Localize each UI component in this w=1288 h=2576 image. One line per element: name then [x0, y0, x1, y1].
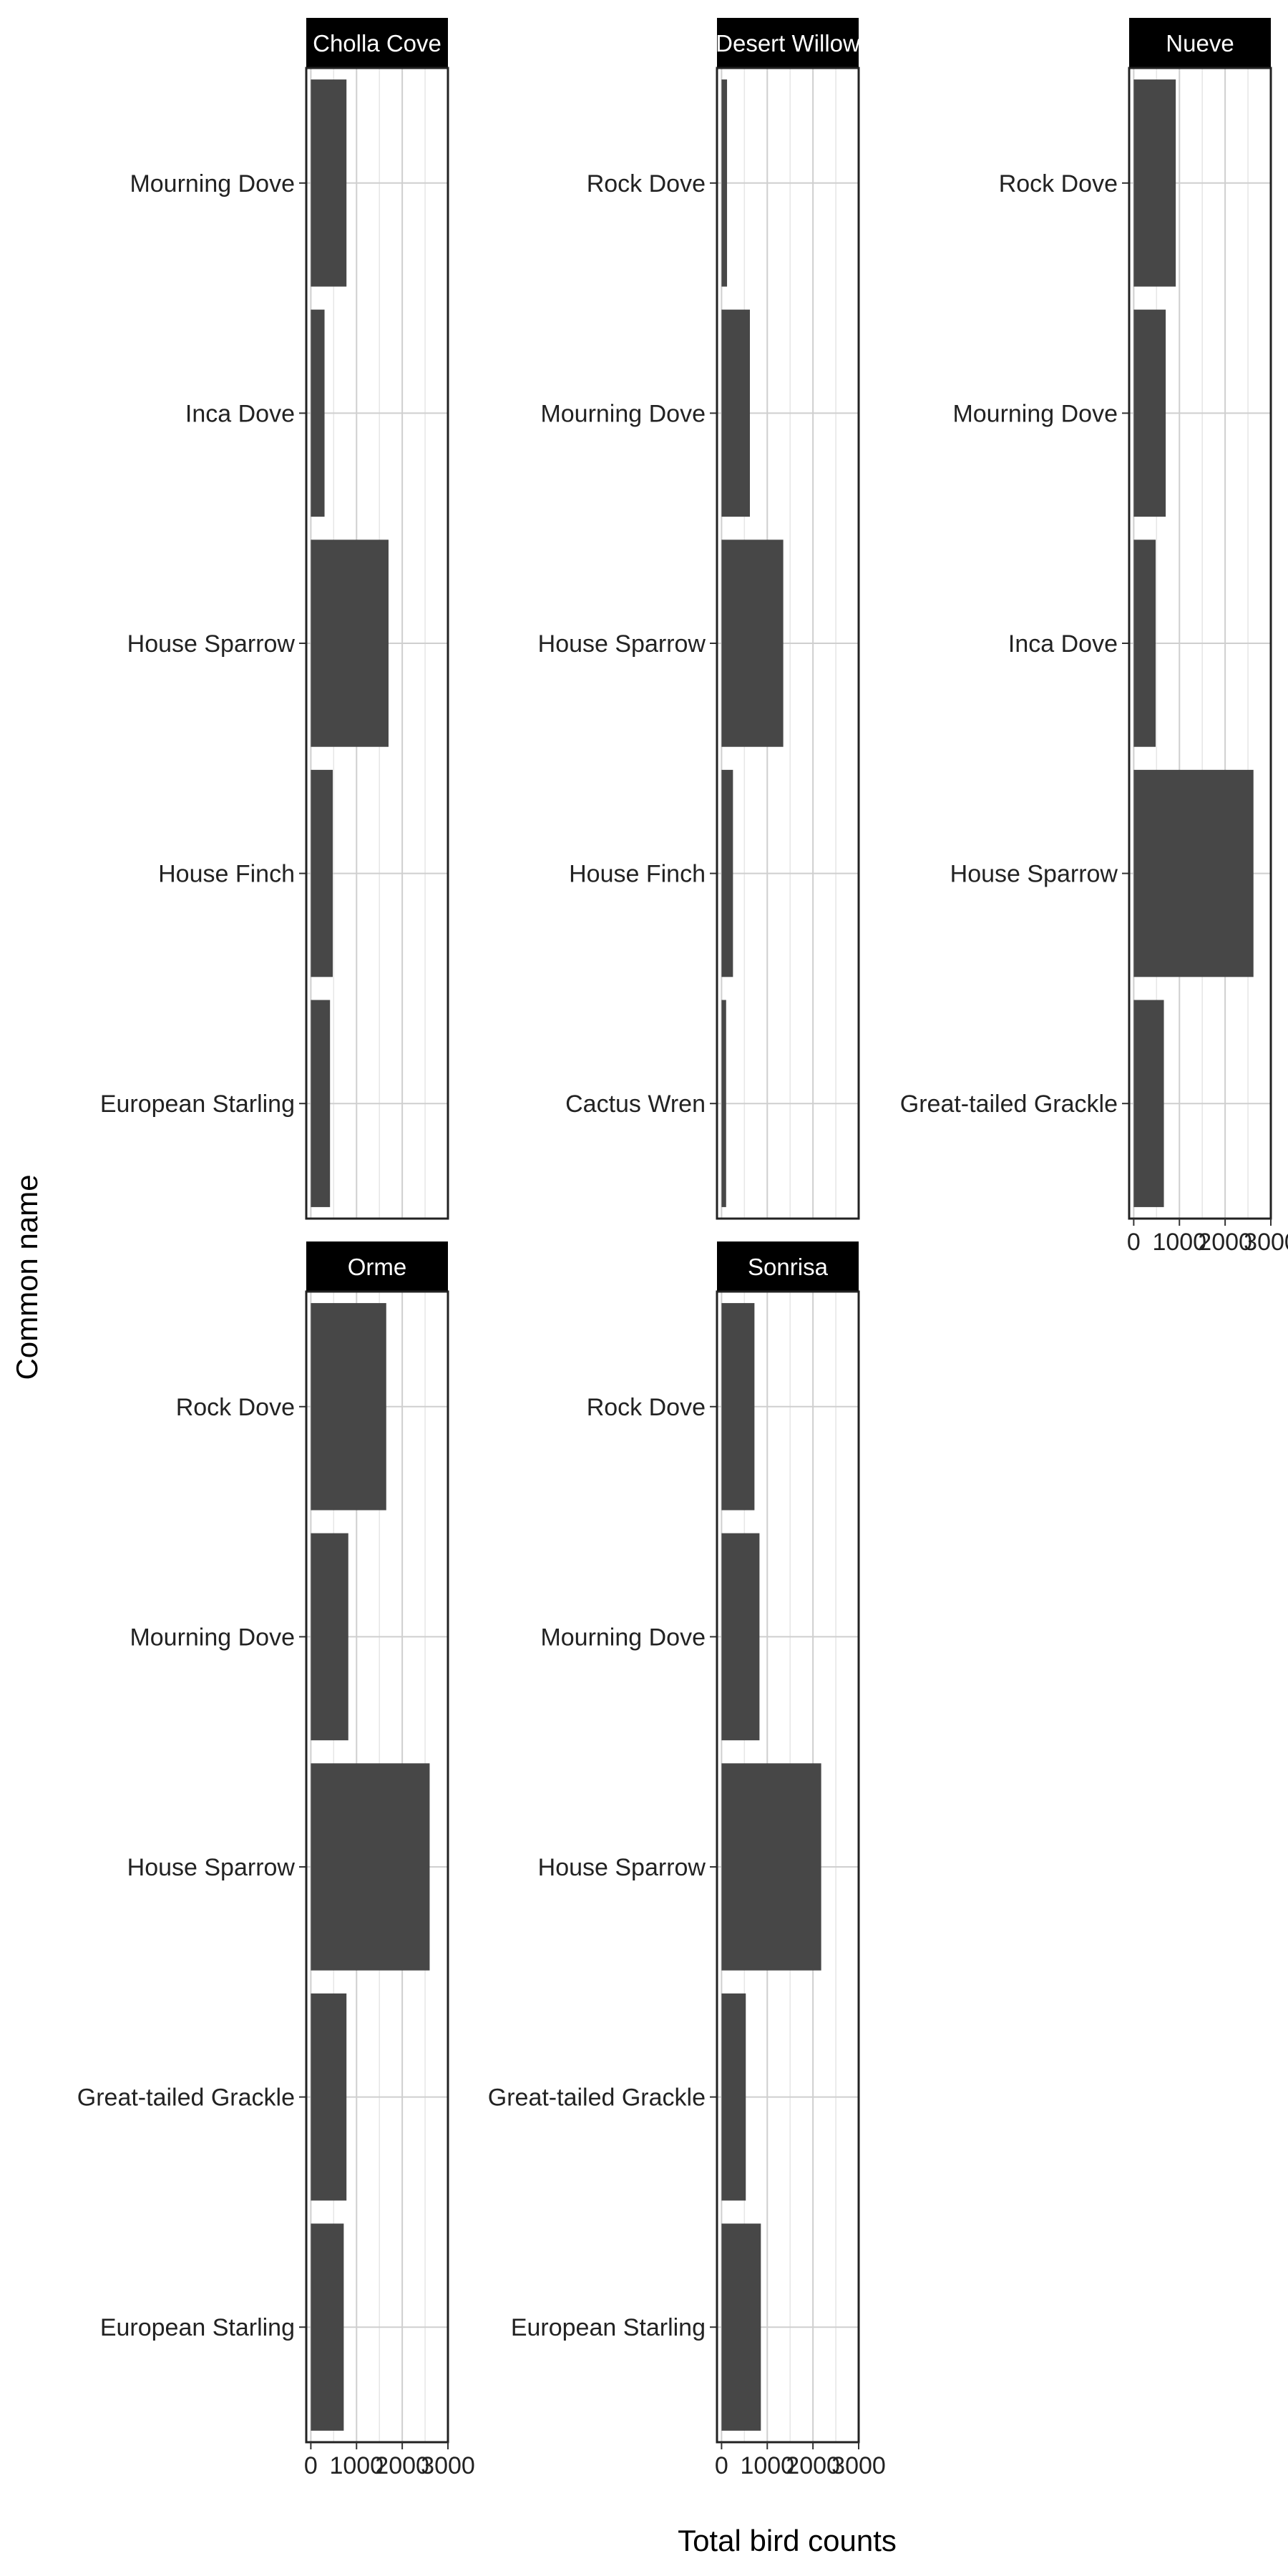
bar: [1133, 79, 1176, 287]
category-tick-label: Mourning Dove: [952, 400, 1118, 427]
bar: [1133, 540, 1156, 747]
facet-strip-label: Orme: [348, 1254, 407, 1280]
bar: [1133, 309, 1166, 517]
bar: [311, 1000, 331, 1207]
category-tick-label: Inca Dove: [185, 400, 295, 427]
bar: [311, 1533, 348, 1741]
x-tick-label: 3000: [831, 2452, 886, 2479]
facet-strip-label: Sonrisa: [748, 1254, 829, 1280]
x-tick-label: 1000: [1152, 1229, 1206, 1256]
bar: [721, 309, 750, 517]
facet-strip: [717, 1241, 859, 1292]
category-tick-label: Rock Dove: [176, 1394, 295, 1421]
category-tick-label: European Starling: [511, 2314, 706, 2341]
bar: [721, 1533, 760, 1741]
facet-strip-label: Cholla Cove: [313, 30, 441, 57]
category-tick-label: House Sparrow: [127, 630, 296, 658]
facet-strip: [306, 18, 448, 68]
x-tick-label: 2000: [1198, 1229, 1252, 1256]
facet-strip: [306, 1241, 448, 1292]
category-tick-label: House Sparrow: [950, 861, 1118, 888]
x-tick-label: 0: [1127, 1229, 1141, 1256]
bar: [311, 1993, 347, 2201]
x-tick-label: 1000: [329, 2452, 384, 2479]
x-tick-label: 0: [304, 2452, 318, 2479]
x-tick-label: 0: [715, 2452, 728, 2479]
category-tick-label: Mourning Dove: [130, 170, 295, 197]
bar: [311, 2223, 344, 2431]
category-tick-label: Great-tailed Grackle: [488, 2084, 706, 2112]
x-tick-label: 2000: [786, 2452, 840, 2479]
category-tick-label: House Finch: [569, 861, 706, 888]
bar: [721, 79, 728, 287]
category-tick-label: Rock Dove: [999, 170, 1118, 197]
panel-border: [716, 1290, 860, 2444]
facet-strip: [717, 18, 859, 68]
panel-border: [1128, 67, 1272, 1220]
bar: [1133, 769, 1254, 977]
category-tick-label: Rock Dove: [587, 1394, 706, 1421]
bar: [721, 1000, 726, 1207]
category-tick-label: Rock Dove: [587, 170, 706, 197]
x-tick-label: 3000: [421, 2452, 475, 2479]
bar: [1133, 1000, 1164, 1207]
category-tick-label: Great-tailed Grackle: [77, 2084, 295, 2112]
bar: [311, 79, 347, 287]
x-tick-label: 1000: [740, 2452, 794, 2479]
bar: [311, 1763, 430, 1971]
x-axis-label: Total bird counts: [678, 2524, 897, 2557]
facet-strip: [1129, 18, 1271, 68]
y-axis-label: Common name: [10, 1174, 44, 1380]
panel-border: [716, 67, 860, 1220]
bar: [311, 769, 333, 977]
bar: [311, 540, 389, 747]
x-tick-label: 3000: [1244, 1229, 1288, 1256]
bar: [721, 1303, 755, 1511]
bar: [311, 1303, 386, 1511]
category-tick-label: House Sparrow: [127, 1854, 296, 1881]
category-tick-label: Mourning Dove: [540, 1624, 706, 1651]
category-tick-label: Mourning Dove: [130, 1624, 295, 1651]
category-tick-label: Cactus Wren: [565, 1091, 706, 1118]
bar: [721, 2223, 761, 2431]
bar: [311, 309, 325, 517]
bar: [721, 769, 733, 977]
category-tick-label: Inca Dove: [1008, 630, 1118, 658]
x-tick-label: 2000: [375, 2452, 429, 2479]
category-tick-label: House Sparrow: [538, 630, 706, 658]
panel-border: [305, 1290, 449, 2444]
bar: [721, 540, 784, 747]
facet-strip-label: Nueve: [1166, 30, 1234, 57]
category-tick-label: House Sparrow: [538, 1854, 706, 1881]
category-tick-label: European Starling: [100, 2314, 295, 2341]
panel-border: [305, 67, 449, 1220]
category-tick-label: House Finch: [158, 861, 295, 888]
bar: [721, 1993, 746, 2201]
category-tick-label: Great-tailed Grackle: [900, 1091, 1118, 1118]
category-tick-label: European Starling: [100, 1091, 295, 1118]
facet-strip-label: Desert Willow: [716, 30, 860, 57]
category-tick-label: Mourning Dove: [540, 400, 706, 427]
bar: [721, 1763, 821, 1971]
